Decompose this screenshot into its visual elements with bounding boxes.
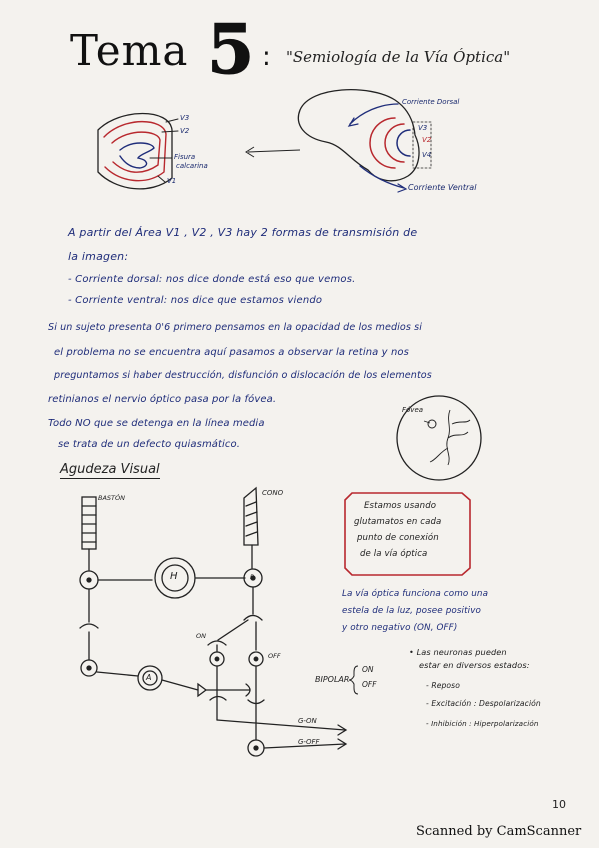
para-line5: Todo NO que se detenga en la línea media bbox=[48, 418, 265, 429]
label-on: ON bbox=[196, 632, 206, 640]
note-bullet1b: estar en diversos estados: bbox=[419, 660, 530, 670]
box-line3: punto de conexión bbox=[357, 533, 439, 543]
note-line2: estela de la luz, posee positivo bbox=[342, 606, 481, 616]
label-corriente-ventral: Corriente Ventral bbox=[408, 183, 477, 192]
label-cono: CONO bbox=[262, 489, 284, 497]
fovea-diagram bbox=[396, 395, 482, 481]
label-baston: BASTÓN bbox=[98, 494, 125, 502]
note-line3: y otro negativo (ON, OFF) bbox=[342, 623, 458, 633]
label-bipolar: BIPOLAR bbox=[315, 675, 350, 684]
label-v3-left: V3 bbox=[180, 114, 190, 122]
intro-item1: - Corriente dorsal: nos dice donde está … bbox=[68, 274, 356, 285]
bipolar-brace bbox=[348, 665, 359, 695]
para-line4: retinianos el nervio óptico pasa por la … bbox=[48, 394, 277, 405]
label-calcarina: calcarina bbox=[176, 162, 208, 170]
connector-arrow bbox=[245, 146, 301, 158]
label-v2-right: V2 bbox=[422, 136, 432, 144]
title-subtitle: "Semiología de la Vía Óptica" bbox=[286, 48, 511, 66]
intro-line2: la imagen: bbox=[68, 250, 129, 263]
fovea-label: Fóvea bbox=[402, 406, 424, 414]
label-fisura: Fisura bbox=[174, 153, 196, 161]
label-h: H bbox=[170, 571, 178, 582]
title-colon: : bbox=[262, 42, 271, 72]
brain-diagram bbox=[297, 89, 432, 193]
label-bipolar-on: ON bbox=[362, 665, 374, 674]
label-v3-right: V3 bbox=[418, 124, 428, 132]
note-state3: - Inhibición : Hiperpolarización bbox=[426, 719, 539, 728]
page-number: 10 bbox=[552, 798, 566, 811]
label-v4-right: V4 bbox=[422, 151, 432, 159]
note-state2: - Excitación : Despolarización bbox=[426, 699, 541, 708]
note-box bbox=[344, 492, 471, 576]
retina-diagram bbox=[79, 486, 348, 757]
label-g-off: G-OFF bbox=[298, 738, 320, 746]
box-line1: Estamos usando bbox=[364, 501, 437, 511]
label-v1-left: V1 bbox=[167, 177, 177, 185]
label-g-on: G-ON bbox=[298, 717, 317, 725]
scanner-watermark: Scanned by CamScanner bbox=[416, 824, 582, 839]
box-line2: glutamatos en cada bbox=[354, 517, 442, 527]
title-tema: Tema bbox=[70, 26, 189, 75]
label-a: A bbox=[146, 673, 152, 682]
para-line1: Si un sujeto presenta 0'6 primero pensam… bbox=[48, 322, 422, 333]
note-state1: - Reposo bbox=[426, 681, 460, 690]
visual-cortex-diagram bbox=[97, 112, 179, 190]
label-b: B bbox=[250, 574, 255, 581]
intro-item2: - Corriente ventral: nos dice que estamo… bbox=[68, 295, 323, 306]
box-line4: de la vía óptica bbox=[360, 549, 428, 559]
label-v2-left: V2 bbox=[180, 127, 190, 135]
label-off: OFF bbox=[268, 652, 281, 660]
title-number: 5 bbox=[206, 10, 255, 91]
note-line1: La vía óptica funciona como una bbox=[342, 589, 489, 599]
note-bullet1: • Las neuronas pueden bbox=[409, 647, 507, 657]
intro-line1: A partir del Área V1 , V2 , V3 hay 2 for… bbox=[68, 226, 418, 239]
para-line3: preguntamos si haber destrucción, disfun… bbox=[54, 370, 432, 381]
para-line6: se trata de un defecto quiasmático. bbox=[58, 439, 241, 450]
label-bipolar-off: OFF bbox=[362, 680, 377, 689]
para-line2: el problema no se encuentra aquí pasamos… bbox=[54, 347, 409, 358]
section-heading: Agudeza Visual bbox=[60, 462, 160, 479]
label-corriente-dorsal: Corriente Dorsal bbox=[402, 98, 460, 106]
